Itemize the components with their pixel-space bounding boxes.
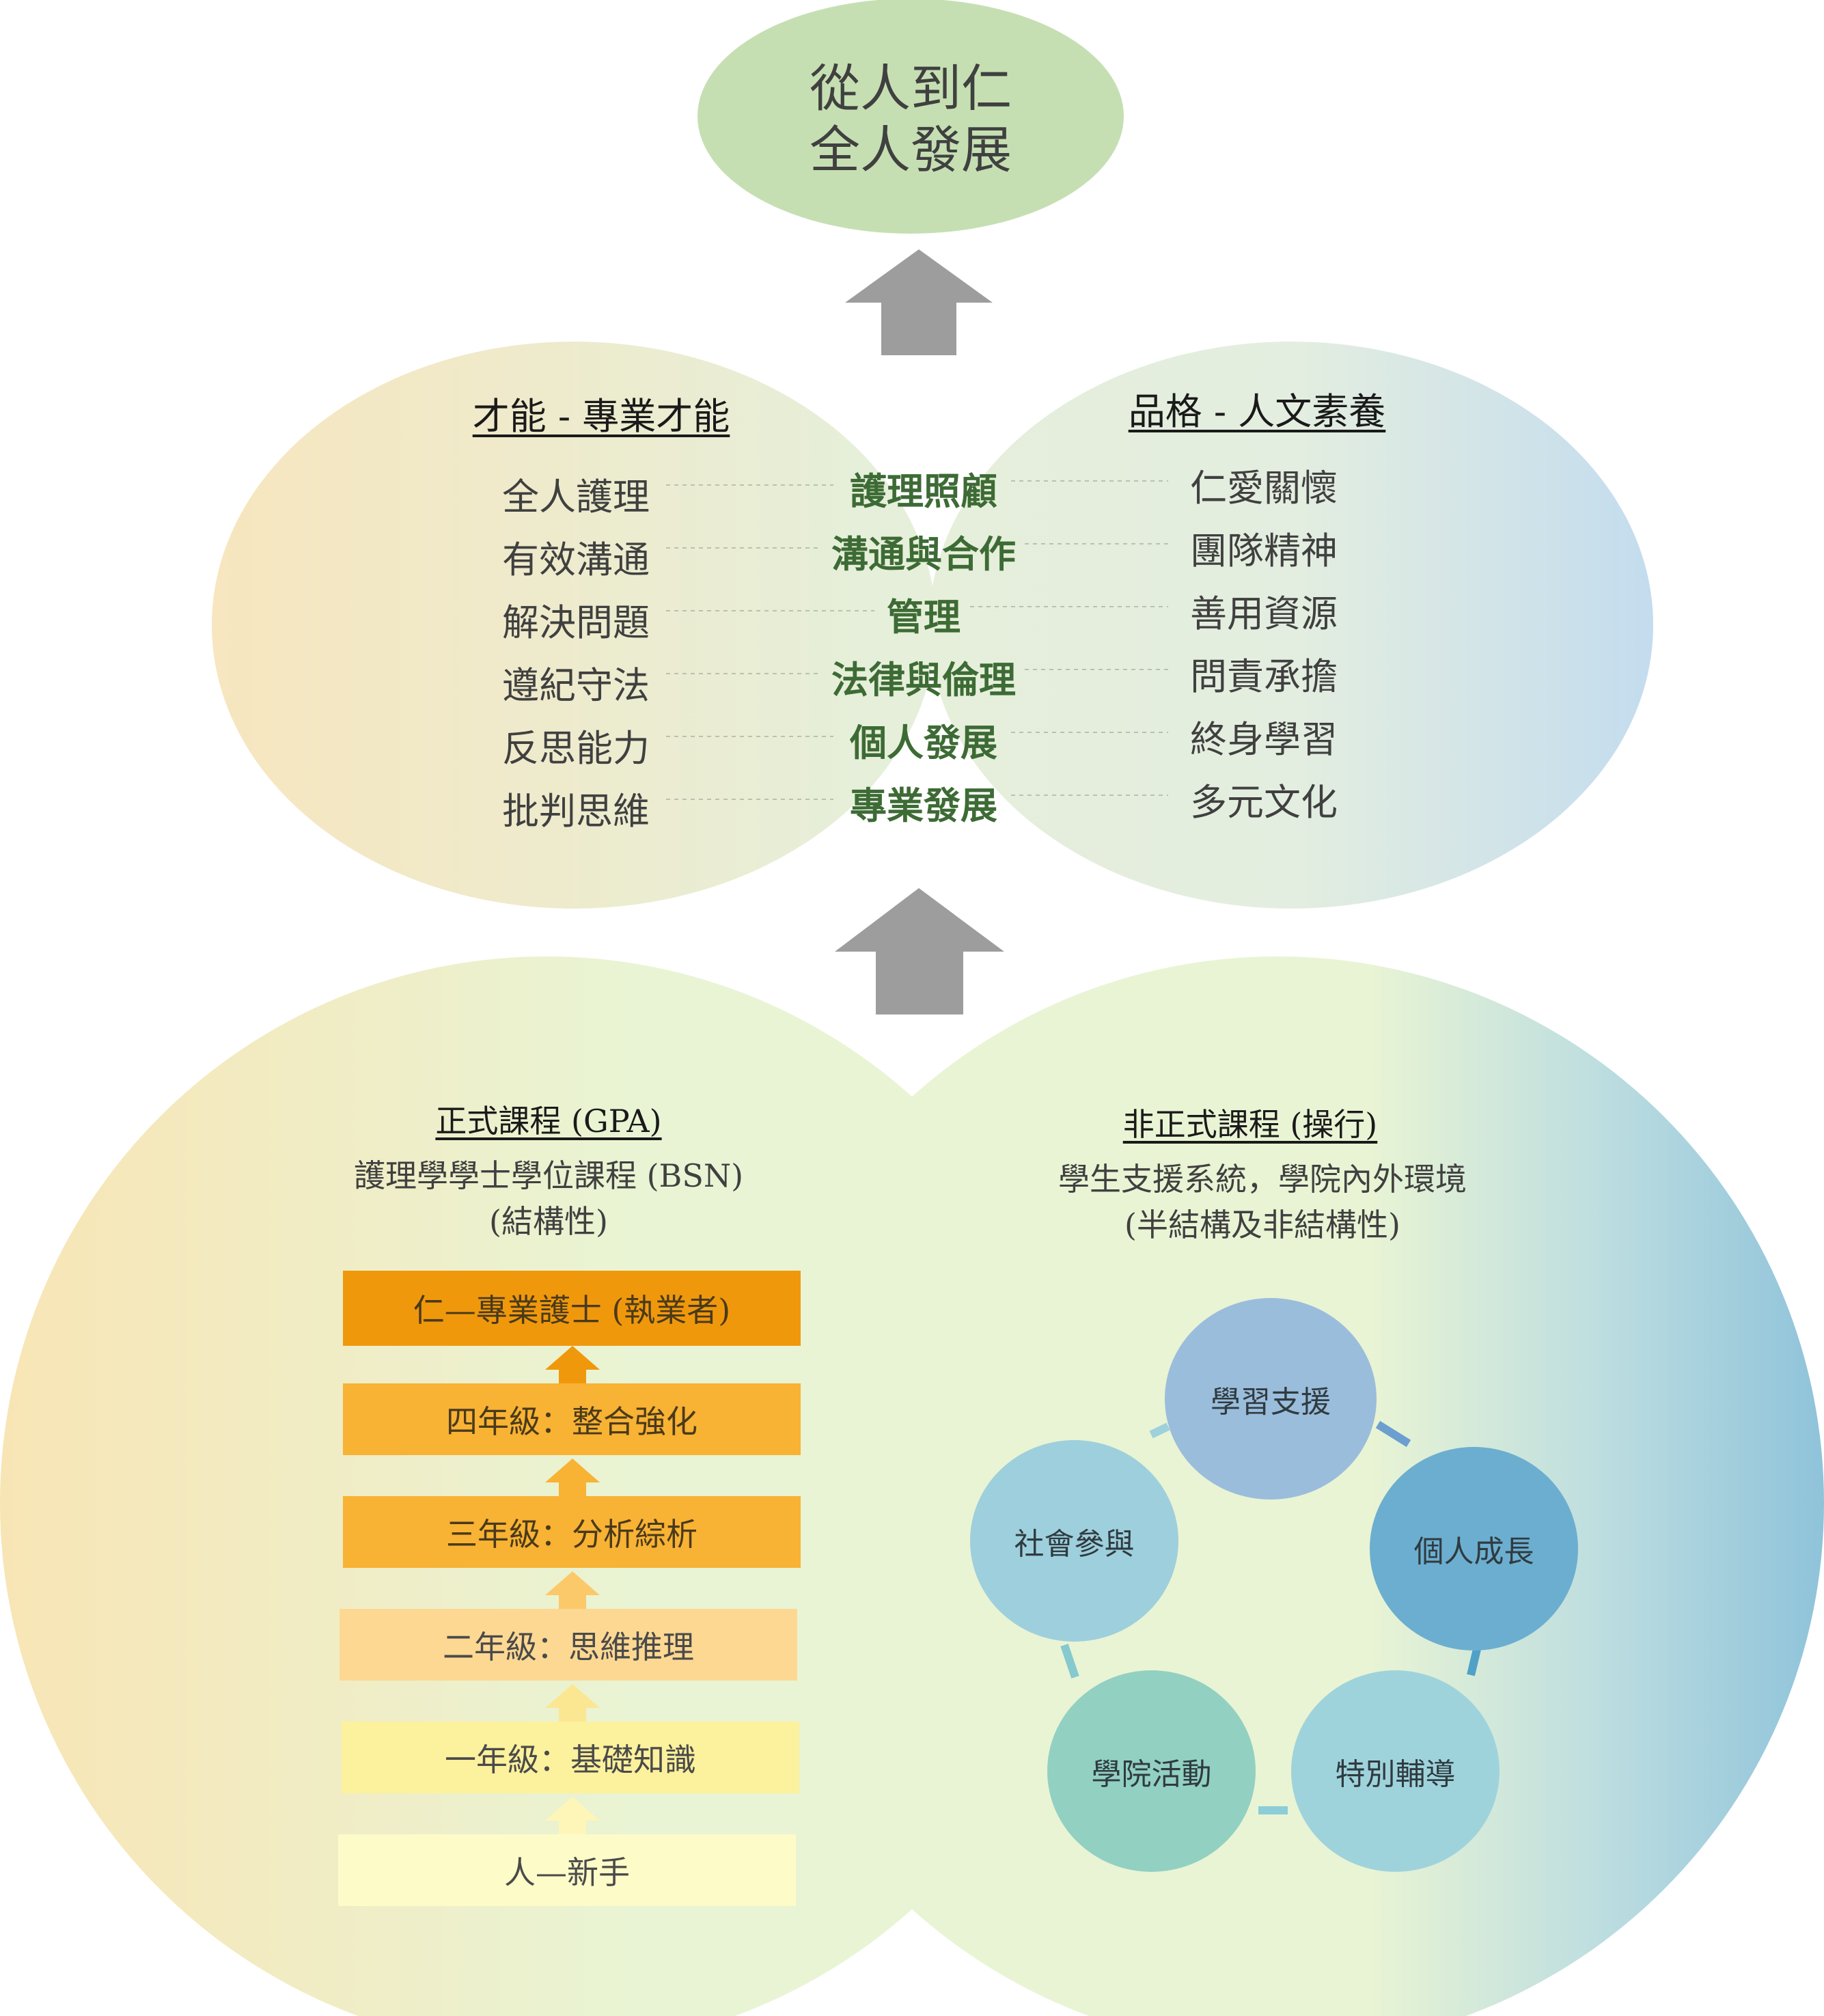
cycle-node-study-support: 學習支援	[1165, 1298, 1377, 1500]
mid-right-oval	[929, 342, 1653, 909]
talent-item: 有效溝通	[502, 538, 650, 581]
talent-item: 遵紀守法	[502, 664, 650, 707]
stage-bar-novice: 人—新手	[338, 1834, 796, 1906]
talent-item: 全人護理	[502, 475, 650, 519]
stage-bar-year3: 三年級：分析綜析	[343, 1496, 801, 1568]
top-oval	[697, 0, 1124, 234]
character-item: 問責承擔	[1190, 655, 1338, 698]
talent-item: 批判思維	[502, 790, 650, 833]
cycle-node-social-participation: 社會參與	[970, 1440, 1178, 1642]
core-value-item: 溝通與合作	[831, 532, 1016, 576]
core-value-item: 個人發展	[850, 721, 997, 764]
formal-curriculum-heading: 正式課程 (GPA)	[435, 1103, 662, 1140]
up-arrow-top	[845, 249, 993, 355]
formal-curriculum-line1: 護理學學士學位課程 (BSN)	[353, 1157, 744, 1194]
informal-curriculum-line2: (半結構及非結構性)	[1124, 1206, 1400, 1243]
core-value-item: 法律與倫理	[831, 658, 1016, 702]
mid-left-oval	[212, 342, 936, 909]
stage-arrows	[545, 1346, 600, 1834]
cycle-node-college-activities: 學院活動	[1047, 1670, 1256, 1872]
connector-lines	[666, 480, 1168, 800]
character-item: 團隊精神	[1190, 529, 1338, 572]
character-item: 仁愛關懷	[1190, 467, 1338, 510]
top-title-line1: 從人到仁	[810, 59, 1012, 118]
talent-heading: 才能 - 專業才能	[472, 395, 730, 438]
cycle-node-personal-growth: 個人成長	[1370, 1447, 1578, 1651]
informal-curriculum-heading: 非正式課程 (操行)	[1122, 1106, 1378, 1143]
talent-item: 反思能力	[502, 727, 650, 770]
talent-item: 解決問題	[502, 601, 650, 644]
stage-bar-professional-nurse: 仁—專業護士 (執業者)	[343, 1271, 801, 1346]
up-arrow-middle	[835, 888, 1004, 1014]
stage-bar-year4: 四年級：整合強化	[343, 1383, 801, 1455]
stage-bar-year1: 一年級：基礎知識	[342, 1722, 799, 1793]
stage-arrow	[545, 1684, 600, 1722]
stage-arrow	[545, 1346, 600, 1383]
stage-arrow	[545, 1571, 600, 1609]
character-item: 終身學習	[1190, 718, 1338, 761]
formal-curriculum-line2: (結構性)	[489, 1203, 608, 1240]
informal-curriculum-line1: 學生支援系統，學院內外環境	[1058, 1161, 1467, 1198]
character-heading: 品格 - 人文素養	[1128, 390, 1386, 433]
stage-bar-year2: 二年級：思維推理	[340, 1609, 797, 1681]
core-value-item: 管理	[887, 595, 961, 639]
core-value-item: 護理照顧	[850, 469, 997, 513]
character-item: 善用資源	[1190, 592, 1338, 635]
stage-arrow	[545, 1797, 600, 1834]
cycle-node-special-counselling: 特別輔導	[1291, 1670, 1500, 1872]
character-item: 多元文化	[1190, 781, 1338, 824]
core-value-item: 專業發展	[850, 784, 997, 827]
stage-arrow	[545, 1459, 600, 1496]
top-title-line2: 全人發展	[810, 121, 1012, 180]
